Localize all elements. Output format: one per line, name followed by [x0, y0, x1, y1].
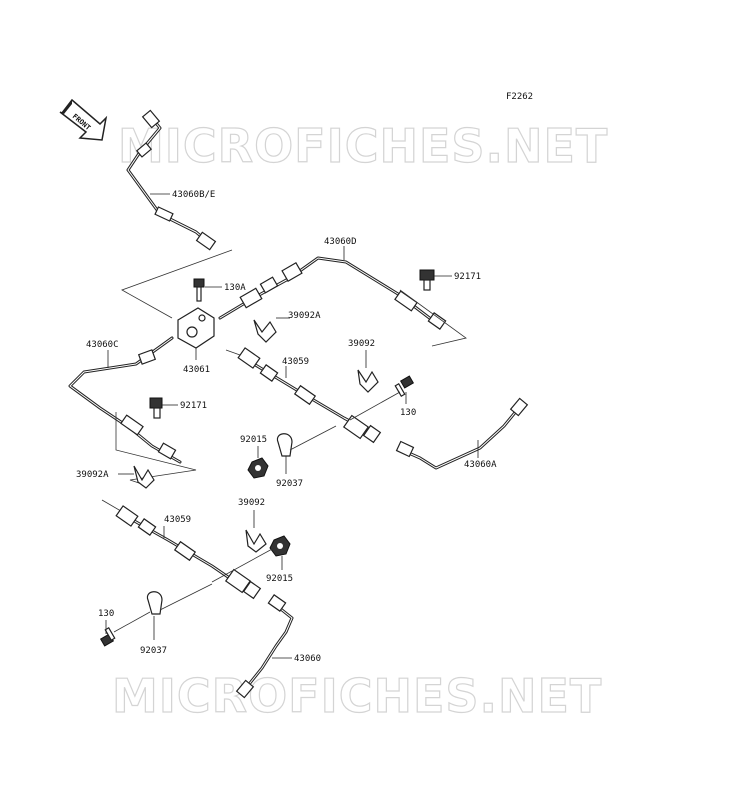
label-92171-top: 92171	[454, 272, 481, 282]
guide-line-1	[121, 249, 233, 319]
label-43059-bottom: 43059	[164, 515, 191, 525]
clip-39092a-left	[118, 465, 155, 489]
nut-92015-bottom	[269, 535, 291, 570]
watermark-bottom: MICROFICHES.NET	[112, 669, 602, 723]
clamp-92037-bottom	[146, 591, 163, 640]
front-arrow-icon: FRONT	[59, 98, 108, 141]
label-39092a-left: 39092A	[76, 470, 109, 480]
sensor-92171-top	[419, 269, 452, 291]
label-92171-mid: 92171	[180, 401, 207, 411]
guide-line-3	[115, 412, 197, 487]
label-39092a-top: 39092A	[288, 311, 321, 321]
label-43060a: 43060A	[464, 460, 497, 470]
bolt-130-right	[394, 375, 415, 404]
clip-39092-top	[357, 350, 379, 393]
label-92037-bottom: 92037	[140, 646, 167, 656]
figure-code: F2262	[506, 92, 533, 102]
label-39092-bottom: 39092	[238, 498, 265, 508]
clamp-92037-top	[276, 433, 293, 474]
bolt-130a	[193, 278, 222, 302]
hose-43059-bottom	[101, 499, 262, 600]
label-43060: 43060	[294, 654, 321, 664]
guide-line-8	[113, 611, 151, 633]
pipe-43060	[235, 594, 294, 699]
label-43060d: 43060D	[324, 237, 357, 247]
label-130-right: 130	[400, 408, 416, 418]
guide-line-2	[399, 289, 467, 347]
label-92015-top: 92015	[240, 435, 267, 445]
clip-39092a-top	[253, 317, 290, 343]
label-92015-bottom: 92015	[266, 574, 293, 584]
bolt-130-left	[99, 620, 116, 647]
guide-line-7	[159, 583, 213, 611]
guide-line-6	[211, 547, 275, 583]
guide-line-4	[349, 391, 401, 421]
nut-92015-top	[247, 446, 269, 479]
label-43061: 43061	[183, 365, 210, 375]
pipe-43060d	[218, 246, 447, 330]
pipe-43060c	[68, 336, 182, 464]
hose-43059-top	[225, 347, 382, 444]
label-43059-top: 43059	[282, 357, 309, 367]
label-43060be: 43060B/E	[172, 190, 215, 200]
label-43060c: 43060C	[86, 340, 119, 350]
label-39092-top: 39092	[348, 339, 375, 349]
label-92037-top: 92037	[276, 479, 303, 489]
sensor-92171-mid	[149, 397, 178, 419]
label-130-left: 130	[98, 609, 114, 619]
pipe-43060a	[395, 397, 529, 470]
junction-block-43061	[177, 307, 215, 360]
label-130a: 130A	[224, 283, 246, 293]
guide-line-5	[289, 425, 337, 451]
pipe-43060be	[126, 109, 217, 251]
watermark-top: MICROFICHES.NET	[118, 119, 608, 173]
clip-39092-bottom	[245, 510, 267, 553]
